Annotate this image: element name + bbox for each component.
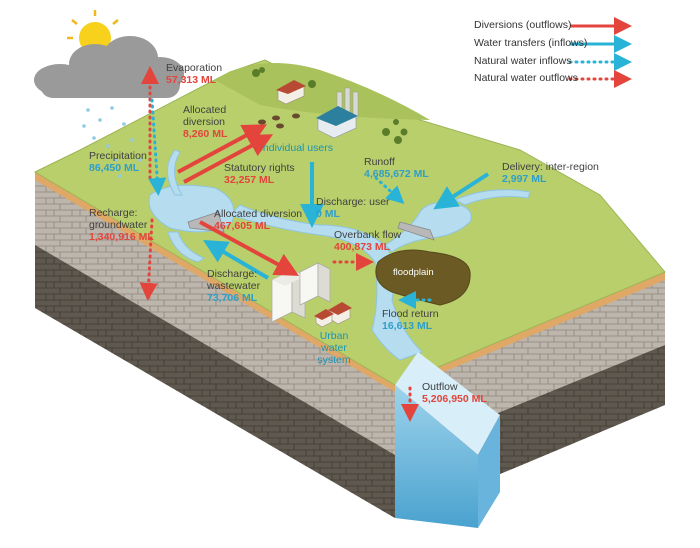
evaporation-label: Evaporation bbox=[166, 62, 223, 74]
statutory-rights-label: Statutory rights bbox=[224, 162, 295, 174]
allocated-diversion-upper-value: 8,260 ML bbox=[183, 128, 228, 140]
runoff-value: 4,685,672 ML bbox=[364, 168, 429, 180]
evaporation-value: 57,313 ML bbox=[166, 74, 217, 86]
overbank-value: 400,873 ML bbox=[334, 241, 391, 253]
floodplain-label: floodplain bbox=[393, 267, 434, 278]
rain-drops bbox=[82, 106, 142, 178]
recharge-label: Recharge: groundwater bbox=[89, 207, 148, 231]
factory bbox=[316, 87, 359, 139]
legend-swatches bbox=[568, 17, 632, 88]
cloud-icon bbox=[34, 36, 184, 98]
land-surface bbox=[33, 59, 666, 386]
flood-return-label: Flood return bbox=[382, 308, 439, 320]
outflow-value: 5,206,950 ML bbox=[422, 393, 487, 405]
river bbox=[148, 149, 531, 361]
discharge-user-label: Discharge: user bbox=[316, 196, 390, 208]
flow-arrows bbox=[139, 66, 490, 422]
block-left-face bbox=[35, 172, 395, 518]
dam-right bbox=[397, 221, 435, 241]
legend-natural-outflows: Natural water outflows bbox=[474, 72, 578, 84]
cattle bbox=[258, 113, 300, 129]
legend-natural-inflows: Natural water inflows bbox=[474, 55, 572, 67]
legend-diversions: Diversions (outflows) bbox=[474, 19, 572, 31]
discharge-wastewater-label: Discharge: wastewater bbox=[207, 268, 261, 292]
outflow-label: Outflow bbox=[422, 381, 458, 393]
precipitation-label: Precipitation bbox=[89, 150, 147, 162]
allocated-diversion-lower-value: 467,605 ML bbox=[214, 220, 271, 232]
recharge-value: 1,340,916 ML bbox=[89, 231, 154, 243]
urban-water-system-label: Urban water system bbox=[317, 330, 351, 366]
discharge-wastewater-value: 73,706 ML bbox=[207, 292, 258, 304]
flood-return-value: 16,613 ML bbox=[382, 320, 433, 332]
hill-top bbox=[215, 62, 430, 120]
allocated-diversion-lower-label: Allocated diversion bbox=[214, 208, 303, 220]
farmhouse bbox=[276, 80, 306, 105]
trees bbox=[252, 67, 408, 144]
delivery-value: 2,997 ML bbox=[502, 173, 547, 185]
overbank-label: Overbank flow bbox=[334, 229, 402, 241]
allocated-diversion-upper-label: Allocated diversion bbox=[183, 104, 227, 128]
precipitation-value: 86,450 ML bbox=[89, 162, 140, 174]
runoff-label: Runoff bbox=[364, 156, 395, 168]
legend-transfers: Water transfers (inflows) bbox=[474, 37, 588, 49]
delivery-label: Delivery: inter-region bbox=[502, 161, 599, 173]
statutory-rights-value: 32,257 ML bbox=[224, 174, 275, 186]
discharge-user-value: 0 ML bbox=[316, 208, 340, 220]
individual-users-label: Individual users bbox=[260, 142, 333, 154]
dam-left bbox=[187, 211, 225, 233]
